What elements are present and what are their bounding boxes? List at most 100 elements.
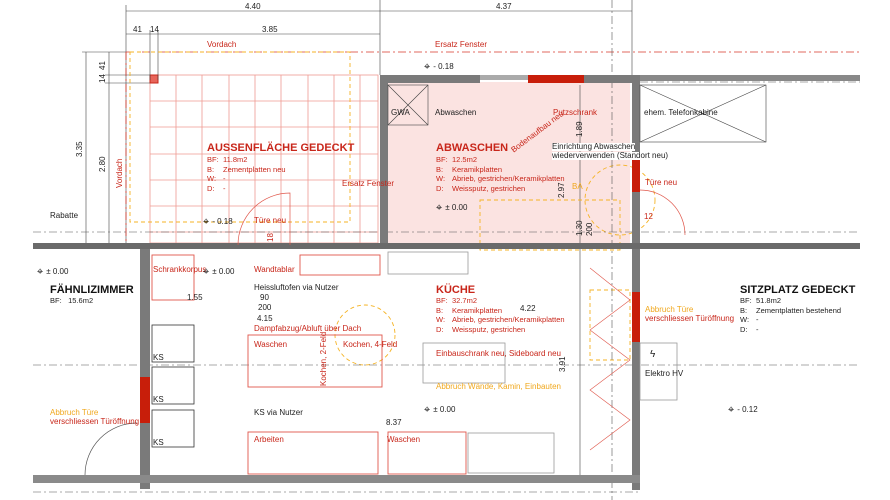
- roof-outline: [125, 51, 860, 243]
- spec-w: -: [223, 174, 226, 183]
- dim-top-left: 4.40: [245, 2, 261, 11]
- spec-b: Keramikplatten: [452, 305, 503, 315]
- kitchen-fixtures: [151, 254, 467, 475]
- room-title-faehnli: FÄHNLIZIMMER: [50, 284, 134, 296]
- spec-bf: 11.8m2: [223, 155, 248, 164]
- label-rabatte: Rabatte: [50, 211, 79, 220]
- label-kochen-2: Kochen, 2-Feld: [319, 331, 328, 386]
- label-vordach-side: Vordach: [115, 158, 124, 188]
- dim-door-18: 18: [266, 233, 275, 242]
- dim-top-seg-3: 3.85: [262, 25, 278, 34]
- spec-key: B:: [436, 305, 444, 315]
- spec-bf: 32.7m2: [452, 296, 478, 305]
- label-heissluftofen: Heissluftofen via Nutzer: [254, 283, 339, 292]
- label-tuere-neu-right: Türe neu: [645, 178, 678, 187]
- existing-fixtures: [387, 251, 678, 474]
- spec-bf: 51.8m2: [756, 296, 782, 305]
- label-ersatz-fenster-side: Ersatz Fenster: [342, 179, 395, 188]
- label-abbruch-left-2: verschliessen Türöffnung: [50, 417, 140, 426]
- room-title-sitzplatz: SITZPLATZ GEDECKT: [740, 284, 856, 296]
- dim-abw-4: 200: [585, 222, 594, 236]
- spec-key: W:: [207, 174, 217, 183]
- label-elektro: Elektro HV: [645, 369, 684, 378]
- spec-bf: 15.6m2: [68, 296, 94, 305]
- label-kochen-4: Kochen, 4-Feld: [343, 340, 398, 349]
- spec-w: -: [756, 315, 759, 324]
- level-marker-faehnli: ± 0.00: [37, 266, 68, 279]
- spec-key: B:: [436, 164, 444, 174]
- spec-key: D:: [436, 183, 444, 193]
- room-spec-kueche: BF: 32.7m2 B: Keramikplatten W: Abrieb, ges…: [436, 296, 565, 334]
- spec-key: B:: [207, 164, 215, 174]
- dim-kitchen-2: 3.91: [558, 356, 567, 372]
- fridge-units: [151, 324, 195, 448]
- stair-zigzag: [589, 267, 631, 451]
- dim-kitchen-3: 8.37: [386, 418, 402, 427]
- label-ba: BA: [572, 182, 583, 191]
- dim-oven-4: 4.15: [257, 314, 273, 323]
- demolished-walls: [140, 160, 640, 423]
- room-spec-sitzplatz: BF:51.8m2 B:Zementplatten bestehend W:- …: [740, 296, 841, 334]
- label-arbeiten: Arbeiten: [254, 435, 284, 444]
- spec-b: Keramikplatten: [452, 164, 503, 174]
- label-einrichtung-2: wiederverwenden (Standort neu): [552, 151, 669, 160]
- label-schrankkorpus: Schrankkorpus: [153, 265, 207, 274]
- spec-bf: 12.5m2: [452, 155, 478, 164]
- dim-left-seg-2: 14: [98, 74, 107, 83]
- spec-key: W:: [436, 315, 446, 324]
- dim-abw-5: 12: [644, 212, 653, 221]
- dim-top-right: 4.37: [496, 2, 512, 11]
- dim-abw-3: 1.30: [575, 220, 584, 236]
- spec-d: Weissputz, gestrichen: [452, 324, 526, 334]
- label-einbauschrank: Einbauschrank neu, Sideboard neu: [436, 349, 561, 358]
- label-putzschrank: Putzschrank: [553, 108, 598, 117]
- label-abbruch-right-1: Abbruch Türe: [645, 305, 694, 314]
- spec-key: W:: [740, 315, 750, 324]
- telefonkabine-box: [387, 84, 767, 143]
- spec-d: -: [223, 183, 226, 193]
- spec-w: Abrieb, gestrichen/Keramikplatten: [452, 174, 565, 183]
- level-marker-abwaschen: ± 0.00: [436, 202, 467, 215]
- dim-oven-3: 200: [258, 303, 272, 312]
- level-marker-sitzplatz: - 0.12: [728, 404, 757, 417]
- label-ks-1: KS: [153, 353, 164, 362]
- door-swings: [84, 189, 686, 476]
- label-vordach-top: Vordach: [207, 40, 237, 49]
- spec-w: Abrieb, gestrichen/Keramikplatten: [452, 315, 565, 324]
- label-dampfabzug: Dampfabzug/Abluft über Dach: [254, 324, 362, 333]
- room-spec-aussen: BF: 11.8m2 B: Zementplatten neu W:- D:-: [207, 155, 286, 193]
- spec-d: Weissputz, gestrichen: [452, 183, 526, 193]
- dim-kitchen-1: 4.22: [520, 304, 536, 313]
- level-marker-top: - 0.18: [424, 61, 453, 74]
- spec-key: D:: [740, 324, 748, 334]
- label-ks-3: KS: [153, 438, 164, 447]
- label-telefonkabine: ehem. Telefonkabine: [644, 108, 718, 117]
- label-ersatz-fenster-top: Ersatz Fenster: [435, 40, 488, 49]
- dim-oven-1: 1.55: [187, 293, 203, 302]
- spec-d: -: [756, 324, 759, 334]
- room-title-abwaschen: ABWASCHEN: [436, 142, 509, 154]
- room-spec-faehnli: BF: 15.6m2: [50, 296, 93, 306]
- label-tuere-neu-left: Türe neu: [254, 216, 287, 225]
- spec-key: D:: [207, 183, 215, 193]
- label-abbruch-left-1: Abbruch Türe: [50, 408, 99, 417]
- column-marker: [149, 74, 159, 84]
- dim-left-total: 3.35: [75, 141, 84, 157]
- spec-key: B:: [740, 305, 748, 315]
- spec-key: BF:: [50, 296, 62, 305]
- level-marker-schrank: ± 0.00: [203, 266, 234, 279]
- label-waschen-2: Waschen: [387, 435, 421, 444]
- spec-key: BF:: [740, 296, 752, 305]
- dim-top-seg-1: 41: [133, 25, 142, 34]
- dim-top-seg-2: 14: [150, 25, 159, 34]
- spec-b: Zementplatten neu: [223, 164, 286, 174]
- spec-key: BF:: [436, 296, 448, 305]
- room-title-kueche: KÜCHE: [436, 284, 476, 296]
- walls: [33, 75, 860, 490]
- spec-key: BF:: [207, 155, 219, 164]
- level-marker-outdoor: - 0.18: [203, 216, 232, 229]
- label-abwaschen-fixture: Abwaschen: [435, 108, 477, 117]
- spec-key: D:: [436, 324, 444, 334]
